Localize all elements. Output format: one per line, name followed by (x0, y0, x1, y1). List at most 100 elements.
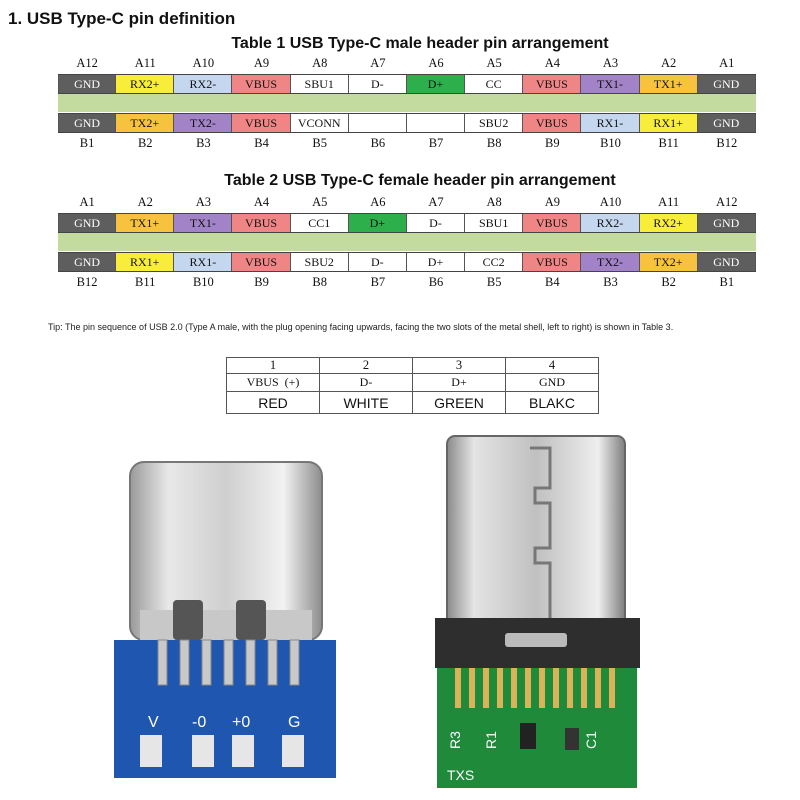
pin-cell: TX1+ (639, 75, 698, 93)
pin-cell (406, 114, 466, 132)
pin-cell: VCONN (290, 114, 349, 132)
usb2-pin-number: 1 (226, 357, 320, 374)
pin-label: B8 (312, 275, 327, 289)
pin-cell: RX1- (581, 114, 640, 132)
pin-label: A8 (486, 195, 502, 209)
pin-cell: VBUS (523, 214, 582, 232)
pin-label: B9 (545, 136, 560, 150)
pin-cell: RX1+ (639, 114, 698, 132)
pin-label: B11 (658, 136, 679, 150)
usb2-pin-number: 3 (412, 357, 506, 374)
usb2-wire-color: BLAKC (505, 391, 599, 414)
pin-cell: CC2 (465, 253, 524, 271)
pad-label-dminus: -0 (192, 714, 206, 731)
pin-cell: TX2+ (639, 253, 698, 271)
pcb-traces (455, 668, 615, 708)
pin-label: B12 (76, 275, 98, 289)
pin-label: A11 (134, 56, 156, 70)
pin-cell: D+ (348, 214, 407, 232)
pin-label: B4 (254, 136, 269, 150)
table2-center-band (58, 233, 756, 251)
pin-cell: VBUS (523, 114, 582, 132)
pin-label: B12 (716, 136, 738, 150)
pin-cell: VBUS (523, 75, 582, 93)
pin-label: B10 (192, 275, 214, 289)
smd-component (520, 723, 536, 749)
pin-label: A1 (719, 56, 735, 70)
pin-cell: RX1+ (116, 253, 175, 271)
label-txs: TXS (447, 767, 474, 783)
pad-label-dplus: +0 (232, 714, 250, 731)
pin-label: A4 (253, 195, 270, 209)
shell-seam (530, 446, 552, 628)
table1-center-band (58, 94, 756, 112)
usb2-wire-color: GREEN (412, 391, 506, 414)
male-plug-photo: R3 TXS R1 C1 (435, 435, 640, 788)
shell-base (140, 610, 312, 640)
pin-cell: D+ (406, 253, 466, 271)
pin-cell: RX1- (174, 253, 233, 271)
pin-label: B5 (312, 136, 327, 150)
pin-label: B3 (603, 275, 618, 289)
pin-label: B11 (135, 275, 156, 289)
usb2-wire-color: RED (226, 391, 320, 414)
pin-cell: VBUS (523, 253, 582, 271)
pin-cell: GND (58, 253, 117, 271)
pin-cell: GND (58, 114, 117, 132)
pin-cell: TX1- (581, 75, 640, 93)
pin-label: A5 (312, 195, 328, 209)
pin-cell: TX2+ (116, 114, 175, 132)
pin-label: A1 (79, 195, 95, 209)
pin-cell: GND (58, 75, 117, 93)
pin-label: B4 (545, 275, 560, 289)
pin-cell: TX2- (174, 114, 233, 132)
pin-cell: D- (348, 253, 407, 271)
pin-cell: TX1- (174, 214, 233, 232)
pin-cell: SBU2 (465, 114, 524, 132)
pin-label: A7 (370, 56, 386, 70)
pin-cell: GND (697, 253, 756, 271)
pin-cell: D- (406, 214, 466, 232)
usb2-signal: GND (505, 373, 599, 392)
pin-label: A2 (137, 195, 153, 209)
usb2-signal: VBUS (+) (226, 373, 320, 392)
label-c1: C1 (583, 731, 599, 749)
label-r1: R1 (483, 731, 499, 749)
pin-label: B2 (137, 136, 153, 150)
usb2-signal: D- (319, 373, 413, 392)
pin-label: A12 (76, 56, 98, 70)
pin-label: B6 (370, 136, 386, 150)
pin-label: B7 (370, 275, 386, 289)
page-heading: 1. USB Type-C pin definition (8, 9, 236, 28)
solder-pads (140, 735, 304, 767)
pin-label: B8 (486, 136, 502, 150)
pin-label: A2 (661, 56, 677, 70)
pin-label: A3 (602, 56, 619, 70)
pin-cell: VBUS (232, 114, 291, 132)
pin-label: A4 (544, 56, 560, 70)
pin-cell: D+ (406, 75, 466, 93)
pin-cell: SBU2 (290, 253, 349, 271)
usb2-pin-number: 4 (505, 357, 599, 374)
pin-label: A6 (428, 56, 444, 70)
pin-cell: RX2+ (116, 75, 175, 93)
pin-cell: GND (58, 214, 117, 232)
pin-label: B1 (719, 275, 735, 289)
solder-tab-right (236, 600, 266, 640)
usb2-wire-color: WHITE (319, 391, 413, 414)
pin-label: B2 (661, 275, 676, 289)
pad-label-g: G (288, 714, 300, 731)
connector-pins (157, 639, 300, 686)
usb2-pin-table: 1 2 3 4 VBUS (+) D- D+ GND RED WHITE GRE… (226, 357, 599, 414)
pin-cell: GND (697, 75, 756, 93)
label-r3: R3 (447, 731, 463, 749)
plug-shell (446, 435, 626, 637)
usb2-pin-number: 2 (319, 357, 413, 374)
